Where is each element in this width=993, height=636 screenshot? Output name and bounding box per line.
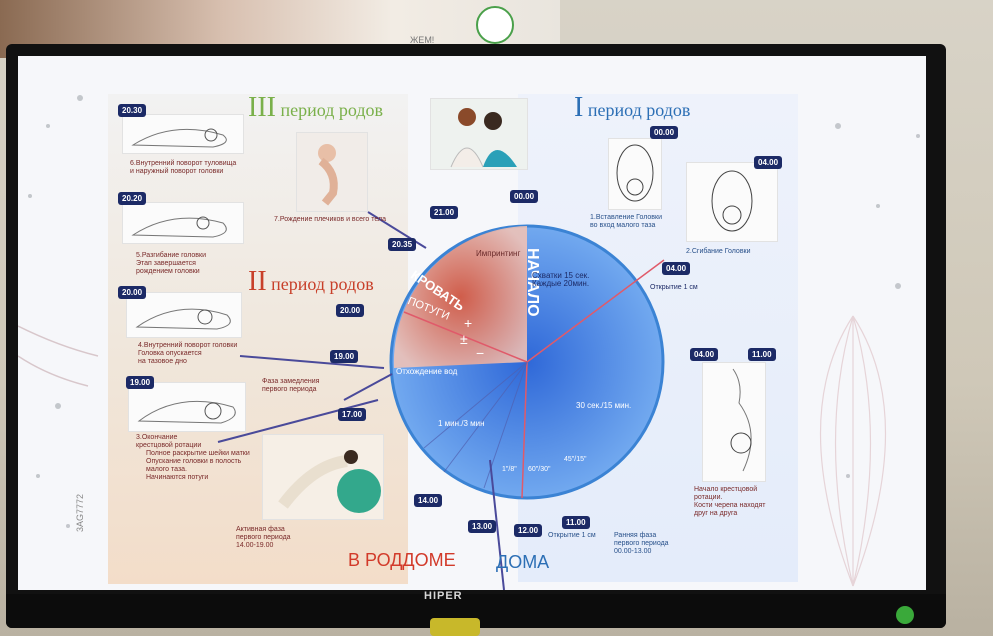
label-30sec-15min: 30 сек./15 мин.	[576, 401, 632, 410]
caption-step-4: 4.Внутренний поворот головки Головка опу…	[138, 342, 238, 365]
pregnant-profile-icon	[730, 368, 752, 472]
fetus-diagram-icon	[131, 128, 227, 148]
time-badge: 13.00	[468, 520, 497, 533]
illustration-fitball	[262, 434, 384, 520]
parents-with-baby-icon	[450, 108, 517, 168]
time-badge: 21.00	[430, 206, 459, 219]
illustration-step-2	[686, 162, 778, 242]
illustration-newborn	[296, 132, 368, 212]
caption-step-5: 5.Разгибание головки Этап завершается ро…	[136, 252, 207, 275]
time-badge: 11.00	[562, 516, 590, 529]
time-badge: 00.00	[510, 190, 539, 203]
time-badge: 20.35	[388, 238, 417, 251]
third-period-numeral: III	[248, 92, 276, 123]
caption-step-3: 3.Окончание крестцовой ротации	[136, 434, 202, 449]
label-plusminus: ±	[460, 331, 468, 347]
time-badge: 17.00	[338, 408, 367, 421]
screen-decoration	[18, 95, 920, 528]
time-badge: 20.00	[336, 304, 365, 317]
second-period-numeral: II	[248, 266, 267, 297]
monitor-brand-logo: HIPER	[424, 590, 463, 602]
illustration-sacral-rotation	[702, 362, 766, 482]
illustration-step-3	[128, 382, 246, 432]
time-badge: 14.00	[414, 494, 443, 507]
poster-text: ЖЕМ!	[410, 35, 435, 45]
label-minus: −	[476, 345, 485, 361]
label-opening-1cm-top: Открытие 1 см	[650, 284, 698, 291]
time-badge: 20.30	[118, 104, 147, 117]
caption-slow-phase: Фаза замедления первого периода	[262, 378, 320, 393]
line-1200	[521, 361, 528, 499]
heading-second-period: II период родов	[248, 266, 374, 298]
illustration-parents	[430, 98, 528, 170]
newborn-icon	[318, 144, 338, 206]
time-badge: 19.00	[126, 376, 155, 389]
caption-step-7: 7.Рождение плечиков и всего тела	[274, 216, 386, 223]
third-period-title: период родов	[280, 100, 384, 120]
first-period-numeral: I	[574, 92, 584, 123]
fetus-diagram-icon	[137, 400, 236, 424]
label-in-hospital: В РОДДОМЕ	[348, 550, 456, 570]
second-period-title: период родов	[271, 274, 374, 294]
label-60-30: 60"/30"	[528, 466, 551, 473]
label-contractions: Схватки 15 сек. Каждые 20мин.	[532, 271, 590, 288]
time-badge: 11.00	[748, 348, 776, 361]
leaf-decoration	[819, 315, 887, 587]
caption-step-1: 1.Вставление Головки во вход малого таза	[590, 214, 662, 229]
time-badge: 04.00	[662, 262, 691, 275]
wheel-red-sector	[393, 226, 527, 368]
uterus-diagram-icon	[616, 144, 654, 202]
time-badge: 20.20	[118, 192, 147, 205]
line-2035	[403, 311, 528, 363]
label-1-8: 1"/8"	[502, 466, 517, 473]
fitball-exercise-icon	[278, 450, 381, 513]
pointer-lines	[217, 211, 505, 590]
labor-clock-wheel	[389, 224, 665, 500]
caption-active-phase: Активная фаза первого периода 14.00-19.0…	[236, 526, 291, 549]
caption-sacral-rotation: Начало крестцовой ротации. Кости черепа …	[694, 486, 766, 517]
caption-step-6: 6.Внутренний поворот туловища и наружный…	[130, 160, 237, 175]
monitor-screen: 3AG7772 III период родов I период родов …	[18, 56, 926, 590]
illustration-step-6	[122, 114, 244, 154]
poster-logo	[476, 6, 514, 44]
caption-step-3-details: Полное раскрытие шейки матки Опускание г…	[146, 450, 250, 481]
illustration-step-4	[126, 292, 242, 338]
time-badge: 04.00	[754, 156, 783, 169]
fetus-diagram-icon	[135, 308, 231, 330]
label-45-15: 45"/15"	[564, 456, 587, 463]
caption-step-2: 2.Сгибание Головки	[686, 248, 751, 255]
heading-first-period: I период родов	[574, 92, 690, 124]
uterus-diagram-icon	[711, 170, 753, 232]
label-waters: Отхождение вод	[396, 367, 458, 376]
heading-third-period: III период родов	[248, 92, 383, 124]
label-at-home: ДОМА	[496, 552, 550, 572]
illustration-step-5	[122, 202, 244, 244]
time-badge: 19.00	[330, 350, 359, 363]
time-badge: 12.00	[514, 524, 543, 537]
caption-opening-1cm-bottom: Открытие 1 см	[548, 532, 596, 539]
label-imprinting: Импринтинг	[476, 249, 521, 258]
illustration-step-1	[608, 138, 662, 210]
time-badge: 00.00	[650, 126, 679, 139]
fetus-diagram-icon	[131, 216, 227, 238]
line-0400	[526, 259, 665, 363]
power-led-icon	[896, 606, 914, 624]
cable-bundle	[430, 618, 480, 636]
first-period-title: период родов	[587, 100, 691, 120]
time-badge: 20.00	[118, 286, 147, 299]
time-badge: 04.00	[690, 348, 719, 361]
label-1min-3min: 1 мин./3 мин	[438, 419, 485, 428]
label-plus: +	[464, 315, 473, 331]
caption-early-phase: Ранняя фаза первого периода 00.00-13.00	[614, 532, 669, 555]
